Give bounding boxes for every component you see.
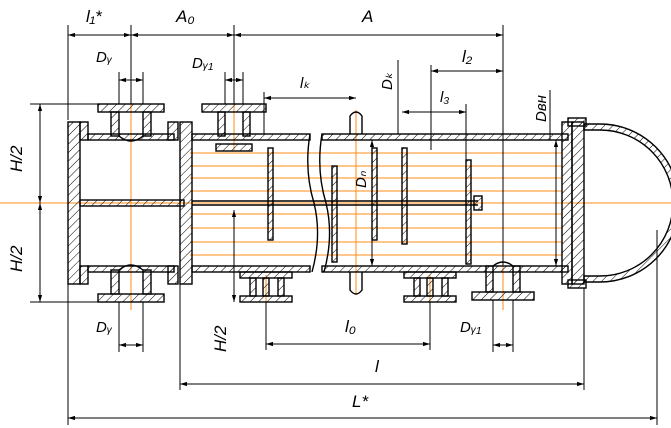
dimension-labels: l₁* A₀ A l₂ Dᵧ Dᵧ₁ lₖ Dₖ l₃ Dвн Dₙ H/2 H…	[7, 7, 550, 411]
label-a0: A₀	[175, 7, 195, 26]
label-lstar: L*	[352, 392, 369, 411]
left-chamber	[67, 121, 193, 285]
label-l: l	[375, 357, 380, 376]
label-dk: Dₖ	[379, 72, 396, 90]
label-a: A	[361, 7, 373, 26]
label-dn: Dₙ	[353, 170, 370, 188]
label-dy1-bottom: Dᵧ₁	[460, 319, 481, 336]
label-l0: l₀	[345, 317, 356, 336]
dimension-lines	[30, 25, 658, 425]
label-lk: lₖ	[300, 75, 310, 92]
label-l1: l₁*	[86, 7, 103, 26]
label-h2-mid: H/2	[211, 325, 230, 352]
nozzle-bottom-dy	[97, 264, 165, 303]
hemispherical-head	[583, 123, 671, 283]
label-l3: l₃	[440, 89, 449, 106]
label-h2-bottom: H/2	[7, 245, 26, 272]
baffles	[267, 147, 472, 265]
support-right	[403, 271, 457, 303]
expansion-joint	[349, 111, 363, 295]
label-dy-bottom: Dᵧ	[96, 319, 113, 336]
label-dy-top: Dᵧ	[96, 49, 113, 66]
nozzle-bottom-dy1	[471, 261, 535, 301]
tie-rod	[192, 195, 483, 211]
shell	[191, 117, 587, 289]
label-h2-top: H/2	[7, 145, 26, 172]
support-left	[239, 271, 293, 303]
label-dvn: Dвн	[533, 95, 550, 122]
label-dy1-top: Dᵧ₁	[192, 55, 213, 72]
label-l2: l₂	[462, 47, 473, 66]
